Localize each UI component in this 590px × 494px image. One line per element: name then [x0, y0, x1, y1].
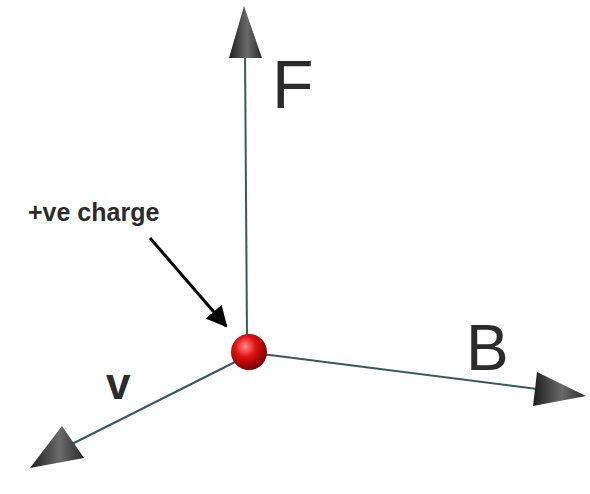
force-label: F — [272, 50, 314, 118]
force-arrowhead — [229, 6, 262, 58]
field-label: B — [466, 316, 509, 380]
velocity-shaft — [70, 362, 235, 445]
positive-charge — [231, 334, 267, 370]
velocity-arrowhead — [30, 426, 84, 468]
force-shaft — [245, 50, 247, 340]
field-arrowhead — [533, 372, 586, 406]
velocity-label: v — [106, 362, 130, 406]
leader-arrow — [150, 238, 226, 326]
charge-label: +ve charge — [28, 200, 159, 225]
